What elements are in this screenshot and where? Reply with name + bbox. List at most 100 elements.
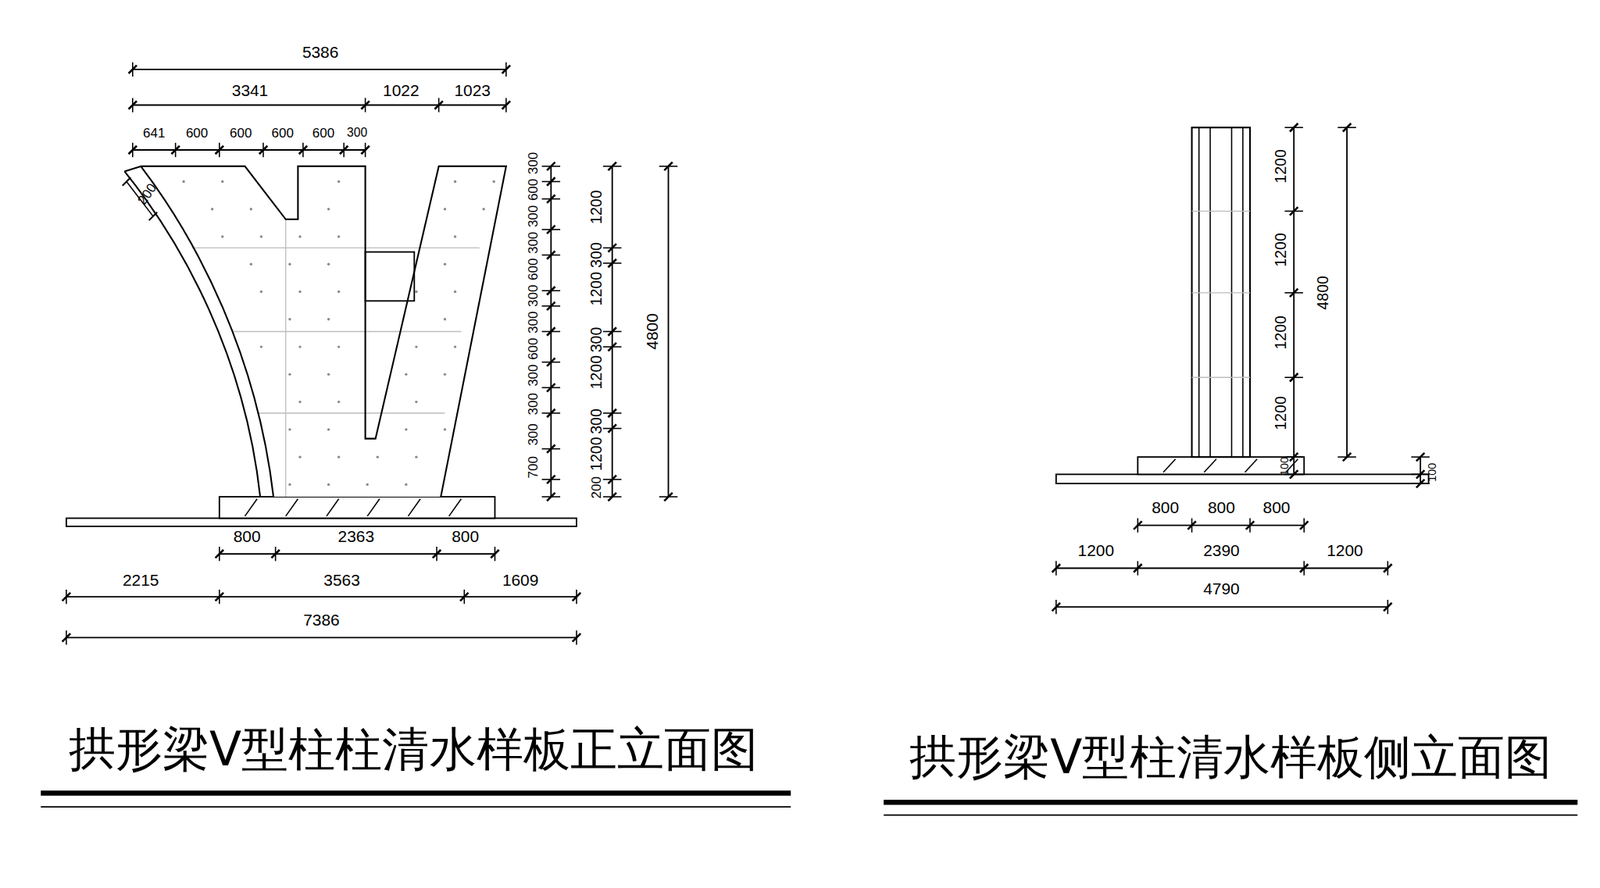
dimension-tick [1383,603,1392,611]
dimension-tick [1246,521,1254,529]
tie-hole [453,235,457,238]
dimension-text: 641 [142,125,165,140]
dimension-tick [339,146,348,154]
dimension-tick [546,177,555,186]
v-column-outline [140,166,507,497]
tie-hole [337,455,340,458]
hatch-line [1244,459,1258,473]
dimension-tick [607,475,616,484]
dimension-tick [664,492,672,501]
dimension-tick [572,633,581,642]
dimension-tick [1289,123,1298,132]
dimension-tick [1416,470,1425,479]
dimension-text: 4800 [644,313,661,350]
hatch-line [407,499,421,517]
dimension-text: 1200 [588,355,604,390]
dimension-tick [1383,564,1392,572]
dimension-tick [128,100,137,109]
tie-hole [337,345,340,348]
dimension-text: 1200 [1272,149,1289,184]
tie-hole [298,455,301,458]
dimension-tick [1300,521,1308,529]
dimension-tick [546,383,555,392]
tie-hole [298,345,301,348]
dimension-text: 100 [1278,457,1290,476]
tie-hole [337,400,340,404]
tie-hole [288,483,291,486]
tie-hole [298,290,301,293]
dimension-tick [607,409,616,418]
dimension-line [1056,606,1388,608]
hatch-line [326,499,340,517]
column-body [140,166,507,497]
ground-slab [1056,474,1429,484]
dimension-tick [299,146,308,154]
dimension-tick [215,550,224,558]
formwork-joint [192,247,480,249]
dimension-tick [546,475,555,484]
dimension-text: 4790 [1203,581,1240,598]
dimension-tick [122,177,131,186]
dimension-tick [171,146,179,154]
dimension-text: 1609 [502,572,539,590]
dimension-text: 600 [525,258,540,281]
hatch-line [367,499,380,517]
dimension-text: 300 [588,327,604,354]
dimension-tick [215,146,224,154]
ground-slab [66,518,577,527]
tie-hole [182,180,185,183]
tie-hole [288,373,291,376]
tie-hole [210,207,214,211]
tie-hole [288,428,291,431]
dimension-tick [1300,564,1308,572]
dimension-text: 3341 [232,82,268,100]
tie-hole [404,428,408,431]
tie-hole [492,180,495,183]
tie-hole [482,207,485,211]
dimension-tick [1289,470,1298,479]
dimension-text: 2363 [338,528,375,546]
dimension-tick [502,100,511,109]
hatch-line [285,499,299,517]
dimension-tick [546,492,555,501]
dimension-tick [490,550,499,558]
tie-hole [443,373,447,376]
dimension-tick [434,100,443,109]
dimension-text: 1200 [588,436,604,472]
tie-hole [414,345,418,348]
dimension-tick [607,492,616,501]
dimension-tick [1289,453,1298,461]
dimension-text: 1200 [1272,232,1289,268]
dimension-tick [1052,564,1061,572]
formwork-joint [285,219,286,497]
tie-hole [250,207,253,211]
dimension-text: 1200 [588,189,604,225]
dimension-text: 1022 [382,82,419,100]
dimension-text: 600 [525,338,540,361]
tie-beam [365,252,415,302]
dimension-tick [128,146,137,154]
column-side [1192,127,1250,458]
dimension-text: 300 [525,423,540,446]
dimension-text: 300 [346,126,368,140]
tie-hole [221,235,224,238]
dimension-tick [62,633,71,642]
title-underline [883,800,1578,806]
dimension-line [132,68,507,71]
tie-hole [327,317,330,321]
dimension-text: 1023 [453,82,490,100]
dimension-tick [432,550,441,558]
hatch-line [1203,459,1217,473]
dimension-tick [1289,373,1298,382]
dimension-line [1292,127,1295,475]
dimension-text: 300 [588,242,604,268]
hatch-line [1163,459,1176,473]
dimension-line [1346,127,1348,458]
tie-hole [404,483,408,486]
dimension-text: 7386 [303,612,340,629]
formwork-joint [232,331,462,333]
dimension-text: 300 [588,408,604,435]
title-underline [40,790,791,797]
dimension-tick [128,65,137,74]
dimension-line [219,553,496,555]
